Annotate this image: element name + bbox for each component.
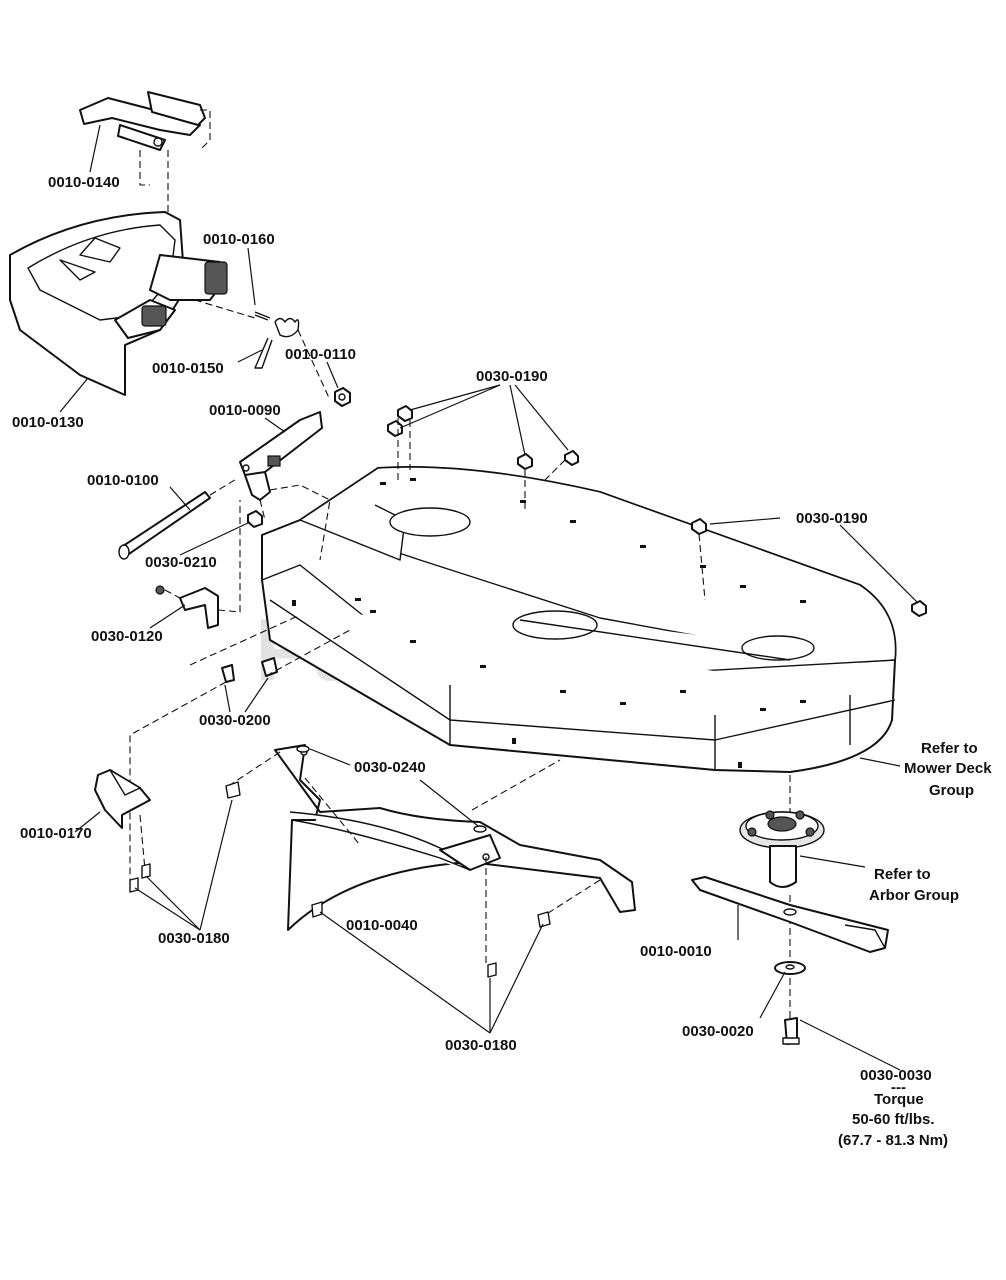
torque-heading: Torque <box>874 1091 924 1108</box>
pivot-rod <box>118 477 239 560</box>
refer-deck-line1: Refer to <box>921 740 978 757</box>
torque-nm: (67.7 - 81.3 Nm) <box>838 1132 948 1149</box>
nut-0030-0210 <box>247 510 263 528</box>
torque-separator: --- <box>891 1079 906 1096</box>
label-0030-0030[interactable]: 0030-0030 <box>860 1067 932 1084</box>
washer-0030-0240 <box>296 745 487 833</box>
mower-blade <box>691 876 889 953</box>
refer-deck-line2: Mower Deck <box>904 760 992 777</box>
stop-clip <box>155 500 241 629</box>
label-0010-0150[interactable]: 0010-0150 <box>152 360 224 377</box>
label-0010-0140[interactable]: 0010-0140 <box>48 174 120 191</box>
blade-washer <box>774 961 806 975</box>
label-0030-0190-right[interactable]: 0030-0190 <box>796 510 868 527</box>
side-bracket <box>94 769 151 871</box>
baffle <box>229 744 636 965</box>
refer-arbor-line2: Arbor Group <box>869 887 959 904</box>
hinge-bracket <box>79 91 211 255</box>
label-0030-0180-left[interactable]: 0030-0180 <box>158 930 230 947</box>
label-0010-0010[interactable]: 0010-0010 <box>640 943 712 960</box>
mower-deck <box>261 466 897 773</box>
discharge-chute <box>9 211 228 396</box>
nut-0010-0110 <box>334 387 351 407</box>
deck-holes <box>292 478 806 768</box>
label-0010-0040[interactable]: 0010-0040 <box>346 917 418 934</box>
blade-bolt <box>782 1017 800 1045</box>
label-0030-0190-top[interactable]: 0030-0190 <box>476 368 548 385</box>
refer-deck-line3: Group <box>929 782 974 799</box>
refer-arbor-line1: Refer to <box>874 866 931 883</box>
label-0030-0200[interactable]: 0030-0200 <box>199 712 271 729</box>
torsion-spring <box>254 317 300 369</box>
screws-bottom <box>311 901 551 978</box>
label-0010-0090[interactable]: 0010-0090 <box>209 402 281 419</box>
chute-mount-bracket <box>239 411 331 561</box>
label-0030-0020[interactable]: 0030-0020 <box>682 1023 754 1040</box>
torque-ft-lbs: 50-60 ft/lbs. <box>852 1111 935 1128</box>
carriage-bolts <box>129 614 351 890</box>
label-0010-0110[interactable]: 0010-0110 <box>285 346 356 363</box>
label-0030-0240[interactable]: 0030-0240 <box>354 759 426 776</box>
label-0010-0100[interactable]: 0010-0100 <box>87 472 159 489</box>
leader-lines <box>59 124 919 1071</box>
label-0010-0160[interactable]: 0010-0160 <box>203 231 275 248</box>
label-0010-0130[interactable]: 0010-0130 <box>12 414 84 431</box>
deck-nuts <box>387 405 927 617</box>
label-0010-0170[interactable]: 0010-0170 <box>20 825 92 842</box>
label-0030-0120[interactable]: 0030-0120 <box>91 628 163 645</box>
label-0030-0180-bottom[interactable]: 0030-0180 <box>445 1037 517 1054</box>
arbor-spindle <box>739 775 825 1020</box>
label-0030-0210[interactable]: 0030-0210 <box>145 554 217 571</box>
part-labels: 0010-0140 0010-0160 0010-0150 0010-0110 … <box>12 174 992 1149</box>
spring-and-pin <box>194 299 331 401</box>
